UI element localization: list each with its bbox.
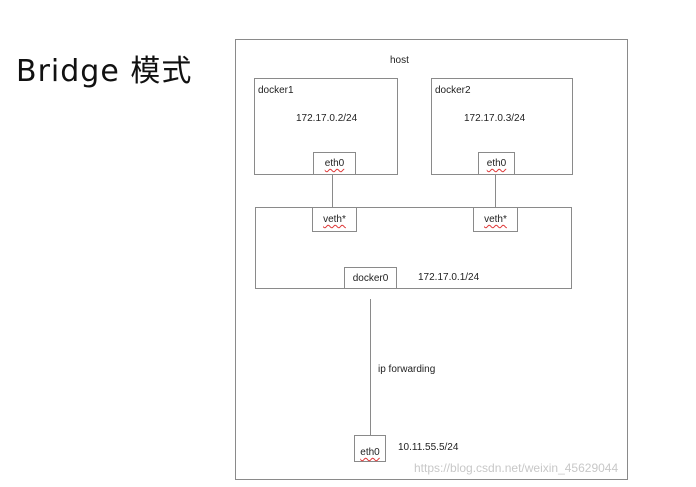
host-eth0-label: eth0 <box>360 447 380 458</box>
veth-right-label: veth* <box>484 214 507 225</box>
docker2-label: docker2 <box>435 85 471 96</box>
docker2-ip: 172.17.0.3/24 <box>464 113 526 124</box>
ip-forwarding-label: ip forwarding <box>378 364 436 375</box>
bridge-box <box>255 207 572 289</box>
docker0-ip: 172.17.0.1/24 <box>418 272 480 283</box>
page-title: Bridge 模式 <box>16 54 193 89</box>
ip-forwarding-link <box>370 299 371 435</box>
veth-left-label: veth* <box>323 214 346 225</box>
docker2-veth-link <box>495 175 496 208</box>
host-eth0-ip: 10.11.55.5/24 <box>398 442 459 453</box>
docker0-label: docker0 <box>352 273 389 284</box>
docker0-port: docker0 <box>344 267 397 289</box>
docker1-eth0-port: eth0 <box>313 152 356 175</box>
veth-left-port: veth* <box>312 207 357 232</box>
docker1-eth0-label: eth0 <box>324 158 345 169</box>
host-eth0-port: eth0 <box>354 435 386 462</box>
watermark: https://blog.csdn.net/weixin_45629044 <box>414 461 619 475</box>
docker1-label: docker1 <box>258 85 294 96</box>
veth-right-port: veth* <box>473 207 518 232</box>
docker2-eth0-port: eth0 <box>478 152 515 175</box>
docker2-eth0-label: eth0 <box>486 158 507 169</box>
docker1-veth-link <box>332 175 333 208</box>
host-label: host <box>390 55 409 66</box>
docker1-ip: 172.17.0.2/24 <box>296 113 358 124</box>
